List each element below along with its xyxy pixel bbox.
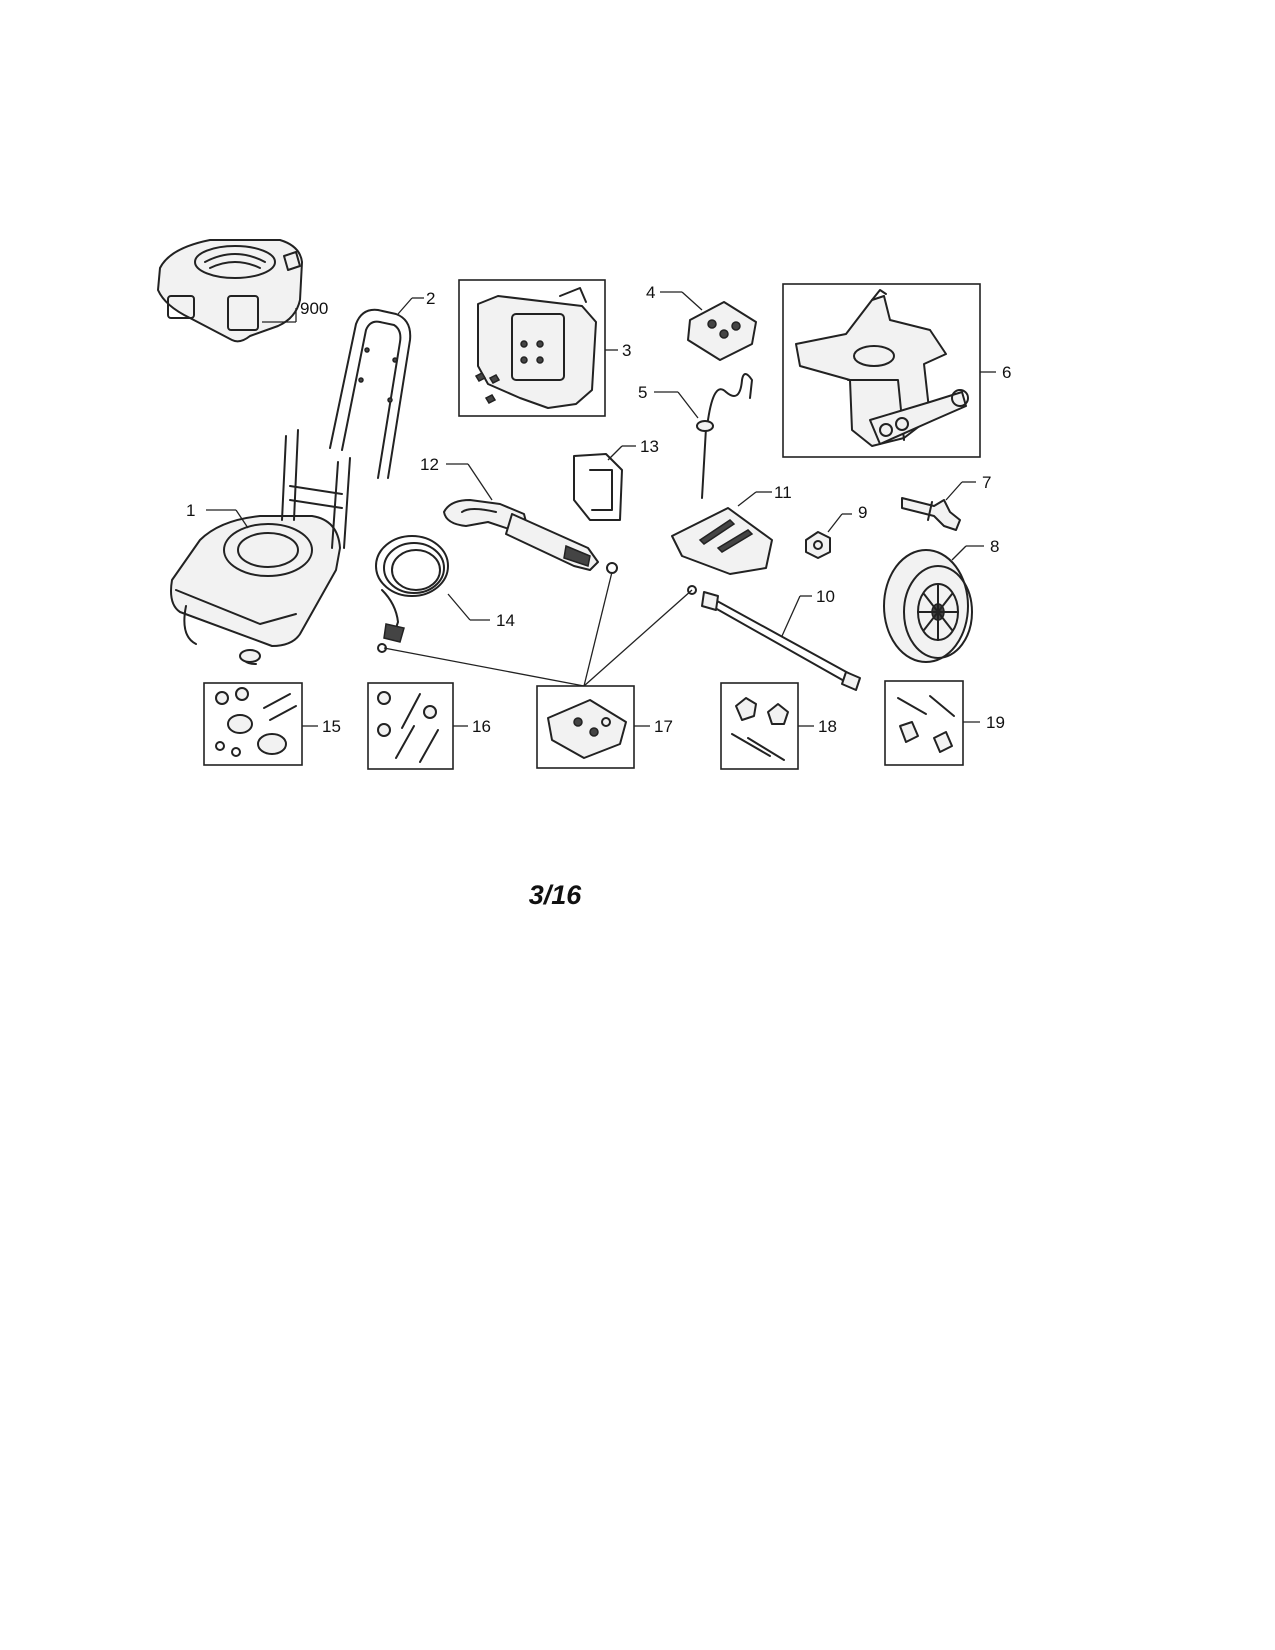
callout-9: 9 bbox=[858, 503, 867, 522]
callout-7: 7 bbox=[982, 473, 991, 492]
callout-1: 1 bbox=[186, 501, 195, 520]
callout-6: 6 bbox=[1002, 363, 1011, 382]
hardware-15-part bbox=[215, 687, 297, 757]
callout-13: 13 bbox=[640, 437, 659, 456]
callout-2: 2 bbox=[426, 289, 435, 308]
leader-2 bbox=[397, 297, 413, 315]
hardware-18-part bbox=[731, 697, 789, 761]
leader-13 bbox=[607, 445, 623, 461]
callout-11: 11 bbox=[774, 483, 792, 502]
leader-10 bbox=[781, 595, 801, 637]
callout-17: 17 bbox=[654, 717, 673, 736]
callout-900: 900 bbox=[300, 299, 328, 318]
callout-3: 3 bbox=[622, 341, 631, 360]
control-panel-part bbox=[474, 287, 597, 409]
wand-part bbox=[687, 585, 861, 691]
leader-7 bbox=[945, 481, 963, 501]
holder-part bbox=[573, 453, 623, 521]
callout-5: 5 bbox=[638, 383, 647, 402]
page-number: 3/16 bbox=[528, 880, 582, 910]
hardware-box-15 bbox=[203, 682, 303, 766]
wire-part bbox=[696, 373, 753, 499]
leader-9 bbox=[827, 513, 843, 533]
leader-11 bbox=[737, 491, 757, 507]
callout-16: 16 bbox=[472, 717, 491, 736]
frame-part bbox=[170, 429, 351, 665]
nut-part bbox=[805, 531, 831, 559]
axle-part bbox=[901, 497, 961, 531]
handle-part bbox=[329, 308, 412, 479]
callout-8: 8 bbox=[990, 537, 999, 556]
callout-12: 12 bbox=[420, 455, 439, 474]
callout-15: 15 bbox=[322, 717, 341, 736]
spray-gun-part bbox=[443, 499, 618, 574]
hardware-bag-4-part bbox=[687, 301, 757, 361]
hardware-17-part bbox=[547, 699, 627, 759]
bag-11-part bbox=[671, 507, 773, 575]
hardware-16-part bbox=[377, 691, 439, 763]
callout-18: 18 bbox=[818, 717, 837, 736]
wheel-part bbox=[883, 549, 973, 663]
callout-4: 4 bbox=[646, 283, 655, 302]
engine-part bbox=[157, 239, 303, 343]
callout-14: 14 bbox=[496, 611, 515, 630]
callout-19: 19 bbox=[986, 713, 1005, 732]
pump-part bbox=[795, 289, 969, 447]
leader-8 bbox=[951, 545, 967, 561]
hose-part bbox=[375, 535, 449, 653]
pump-box bbox=[782, 283, 981, 458]
callout-10: 10 bbox=[816, 587, 835, 606]
leader-14 bbox=[447, 593, 471, 621]
hardware-box-19 bbox=[884, 680, 964, 766]
hardware-box-18 bbox=[720, 682, 799, 770]
hardware-box-17 bbox=[536, 685, 635, 769]
panel-box bbox=[458, 279, 606, 417]
hardware-19-part bbox=[897, 695, 955, 753]
